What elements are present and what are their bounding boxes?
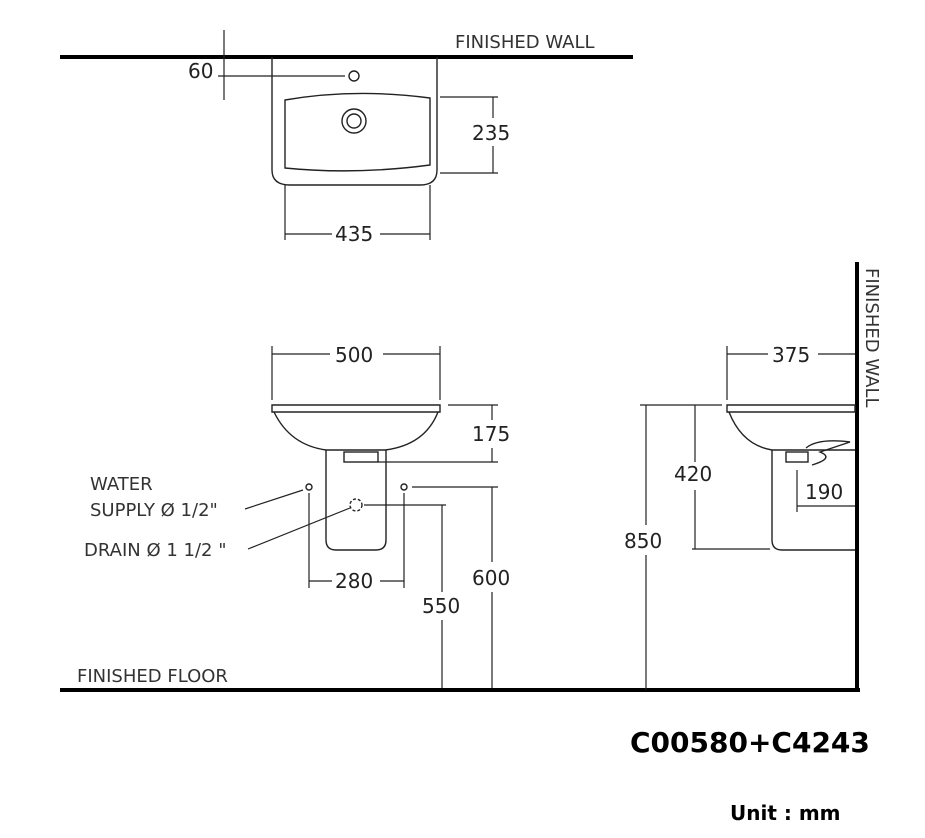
front-basin-rim	[271, 404, 441, 413]
top-drain-outer	[341, 108, 367, 134]
dim-375-label: 375	[772, 343, 810, 367]
model-number: C00580+C4243	[630, 726, 870, 759]
top-basin-bowl	[284, 92, 431, 172]
dim-850-label: 850	[624, 529, 662, 553]
dim-435-label: 435	[335, 222, 373, 246]
dim-190-label: 190	[805, 480, 843, 504]
water-supply-label-2: SUPPLY Ø 1/2"	[90, 500, 218, 521]
top-view: FINISHED WALL 60 235 435	[60, 30, 633, 246]
front-supply-left	[305, 483, 313, 491]
side-pedestal	[771, 450, 855, 551]
dim-500-label: 500	[335, 343, 373, 367]
drain-leader	[247, 507, 351, 550]
water-supply-leader	[244, 489, 304, 510]
dim-60-label: 60	[188, 59, 213, 83]
side-finished-wall-label: FINISHED WALL	[861, 268, 882, 408]
side-basin-body	[728, 411, 855, 451]
top-basin-outer	[271, 57, 438, 186]
drain-label: DRAIN Ø 1 1/2 "	[84, 540, 226, 561]
unit-label: Unit : mm	[730, 801, 841, 825]
side-basin-rim	[726, 404, 856, 413]
dim-235-label: 235	[472, 121, 510, 145]
dim-280-label: 280	[335, 569, 373, 593]
top-finished-wall-label: FINISHED WALL	[455, 32, 595, 53]
top-drain-inner	[346, 113, 362, 129]
front-supply-right	[400, 483, 408, 491]
front-basin-trap	[343, 451, 379, 463]
front-pedestal	[325, 450, 387, 551]
dim-600-label: 600	[472, 566, 510, 590]
side-trap	[785, 451, 809, 463]
front-drain-point	[349, 498, 363, 512]
front-view: 500 175 600 550 280	[60, 343, 860, 692]
dim-175-label: 175	[472, 422, 510, 446]
water-supply-label-1: WATER	[90, 474, 153, 495]
side-trap-curve	[805, 440, 851, 466]
dim-420-label: 420	[674, 462, 712, 486]
dim-550-label: 550	[422, 594, 460, 618]
side-view: FINISHED WALL 375 850 420 190	[624, 262, 882, 692]
finished-floor-label: FINISHED FLOOR	[77, 666, 228, 687]
top-tap-hole	[348, 70, 360, 82]
front-basin-body	[273, 411, 439, 451]
